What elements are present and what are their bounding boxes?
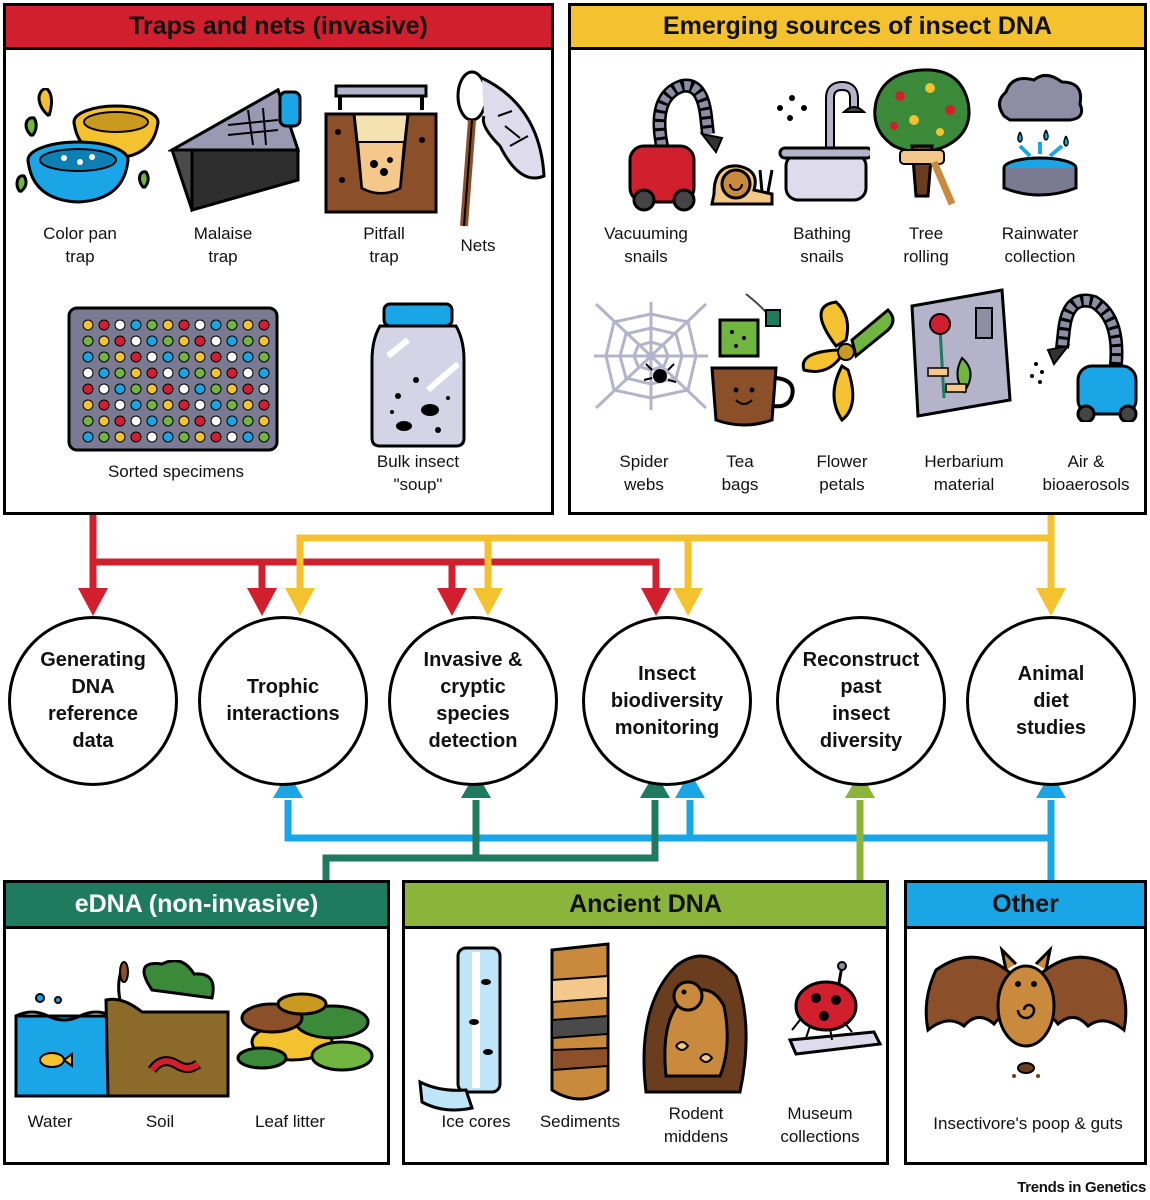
ancient-panel-header: Ancient DNA	[405, 883, 886, 929]
spider-web-icon	[594, 302, 708, 410]
edna-panel-header: eDNA (non-invasive)	[6, 883, 387, 929]
app-label-reference-data: Generating DNA reference data	[40, 649, 146, 752]
label-flower-petals: Flower petals	[816, 452, 868, 494]
label-water: Water	[27, 1112, 73, 1131]
label-air-bioaerosols: Air & bioaerosols	[1042, 452, 1130, 494]
label-soil: Soil	[145, 1112, 175, 1131]
label-malaise-trap: Malaise trap	[193, 224, 253, 266]
app-circle-biodiversity: Insect biodiversity monitoring	[582, 616, 752, 786]
sediment-core-icon	[550, 942, 610, 1101]
app-label-diet: Animal diet studies	[1015, 662, 1087, 739]
red-arrowhead-4	[641, 588, 671, 616]
traps-panel-title: Traps and nets (invasive)	[129, 12, 428, 40]
label-leaf-litter: Leaf litter	[255, 1112, 325, 1131]
edna-panel-title: eDNA (non-invasive)	[74, 890, 319, 918]
tree-rolling-icon	[873, 68, 971, 206]
label-spider-webs: Spider webs	[619, 452, 669, 494]
air-vacuum-icon	[1030, 293, 1138, 422]
other-panel-title: Other	[992, 890, 1059, 918]
museum-ladybug-icon	[787, 961, 882, 1056]
red-arrowhead-3	[437, 588, 467, 616]
app-label-past-diversity: Reconstruct past insect diversity	[802, 649, 920, 752]
label-museum-collections: Museum collections	[780, 1104, 860, 1146]
label-tree-rolling: Tree rolling	[903, 224, 949, 266]
label-rodent-middens: Rodent middens	[663, 1104, 729, 1146]
red-arrows	[89, 512, 660, 592]
pitfall-trap-icon	[324, 84, 438, 214]
water-soil-icon	[14, 960, 230, 1098]
sorted-specimens-icon	[67, 306, 279, 452]
flower-petals-icon	[801, 300, 895, 423]
app-circle-invasive-cryptic: Invasive & cryptic species detection	[388, 616, 558, 786]
label-bathing-snails: Bathing snails	[793, 224, 851, 266]
label-vacuuming-snails: Vacuuming snails	[604, 224, 688, 266]
label-sediments: Sediments	[539, 1112, 621, 1131]
red-arrowhead-1	[78, 588, 108, 616]
app-circle-trophic: Trophic interactions	[198, 616, 368, 786]
journal-credit: Trends in Genetics	[1017, 1179, 1146, 1196]
bulk-soup-jar-icon	[370, 302, 466, 448]
label-sorted-specimens: Sorted specimens	[107, 462, 245, 481]
bat-icon	[924, 945, 1128, 1078]
green-arrows	[322, 800, 659, 880]
traps-panel-header: Traps and nets (invasive)	[6, 6, 551, 50]
ancient-panel: Ancient DNA	[402, 880, 889, 1165]
color-pan-trap-icon	[15, 88, 160, 204]
label-rainwater: Rainwater collection	[1001, 224, 1079, 266]
tea-bag-icon	[710, 293, 795, 427]
malaise-trap-icon	[168, 87, 302, 213]
label-color-pan-trap: Color pan trap	[43, 224, 117, 266]
herbarium-icon	[910, 288, 1012, 418]
app-circle-reference-data: Generating DNA reference data	[8, 616, 178, 786]
label-herbarium: Herbarium material	[924, 452, 1004, 494]
app-circle-past-diversity: Reconstruct past insect diversity	[776, 616, 946, 786]
label-pitfall-trap: Pitfall trap	[363, 224, 405, 266]
label-insectivore-poop: Insectivore's poop & guts	[933, 1114, 1123, 1133]
yellow-arrows	[296, 512, 1055, 592]
emerging-panel-title: Emerging sources of insect DNA	[663, 12, 1052, 40]
other-panel-header: Other	[907, 883, 1144, 929]
label-tea-bags: Tea bags	[721, 452, 759, 494]
label-ice-cores: Ice cores	[441, 1112, 511, 1131]
leaf-litter-icon	[236, 992, 374, 1072]
app-label-trophic: Trophic interactions	[226, 676, 340, 725]
emerging-panel-header: Emerging sources of insect DNA	[571, 6, 1144, 50]
rodent-midden-icon	[642, 954, 748, 1094]
vacuum-snail-icon	[628, 78, 774, 212]
net-icon	[456, 70, 546, 227]
app-label-invasive-cryptic: Invasive & cryptic species detection	[423, 649, 523, 752]
bathing-snails-icon	[777, 80, 870, 202]
ice-core-icon	[418, 946, 502, 1112]
label-bulk-soup: Bulk insect "soup"	[376, 452, 460, 494]
rainwater-icon	[998, 74, 1084, 197]
blue-arrows	[284, 800, 1055, 880]
label-nets: Nets	[460, 236, 496, 255]
red-arrowhead-2	[247, 588, 277, 616]
ancient-panel-title: Ancient DNA	[569, 890, 722, 918]
app-label-biodiversity: Insect biodiversity monitoring	[610, 662, 724, 739]
app-circle-diet: Animal diet studies	[966, 616, 1136, 786]
